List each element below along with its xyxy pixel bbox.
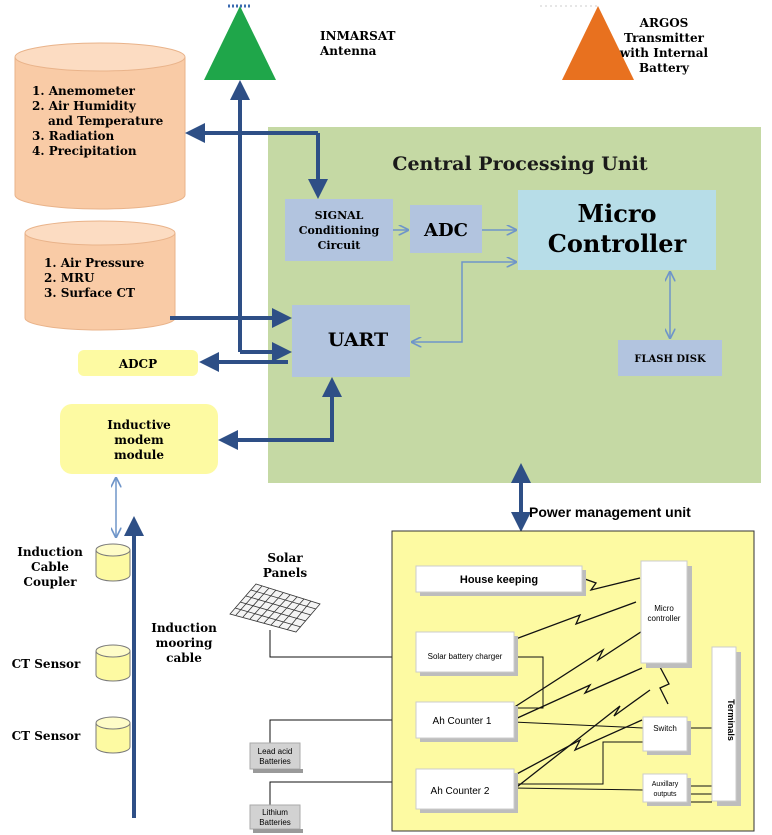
ah-counter-1-label: Ah Counter 1 [433, 716, 492, 727]
sensor-air-humidity: 2. Air Humidity [32, 99, 137, 113]
lead-acid-label-1: Lead acid [258, 747, 293, 756]
micro-controller-block [518, 190, 716, 270]
sensor-anemometer: 1. Anemometer [32, 84, 136, 98]
adcp-box [78, 350, 198, 376]
terminals-label: Terminals [726, 699, 736, 741]
solar-charger-box: Solar battery charger [415, 631, 518, 676]
lithium-label-1: Lithium [262, 808, 288, 817]
modem-label-1: Inductive [107, 418, 171, 432]
ct-sensor-1-label: CT Sensor [12, 657, 81, 671]
signal-label-2: Conditioning [299, 224, 380, 237]
coupler-icon [95, 543, 131, 582]
pmu-micro-label-2: controller [648, 614, 681, 623]
argos-label-2: Transmitter [624, 31, 705, 45]
sensor-cylinder-meteo: 1. Anemometer 2. Air Humidity and Temper… [14, 42, 186, 210]
flash-disk-label: FLASH DISK [634, 354, 706, 365]
micro-controller-label-2: Controller [548, 229, 687, 258]
sensor-radiation: 3. Radiation [32, 129, 115, 143]
cpu-title: Central Processing Unit [392, 153, 648, 175]
antenna-label-1: INMARSAT [320, 29, 395, 43]
adc-block [410, 205, 482, 253]
coupler-label-3: Coupler [23, 575, 77, 589]
uart-block [292, 305, 410, 377]
sensor-mru: 2. MRU [44, 271, 95, 285]
sensor-precipitation: 4. Precipitation [32, 144, 137, 158]
solar-charger-label: Solar battery charger [428, 652, 503, 661]
sensor-air-pressure: 1. Air Pressure [44, 256, 145, 270]
cable-label-3: cable [166, 651, 202, 665]
signal-label-1: SIGNAL [315, 209, 364, 222]
argos-label-4: Battery [639, 61, 690, 75]
terminals-box: Terminals [711, 646, 741, 806]
antenna-label-2: Antenna [319, 44, 377, 58]
modem-label-2: modem [114, 433, 164, 447]
aux-label-2: outputs [654, 791, 677, 798]
ah-counter-1-box: Ah Counter 1 [415, 701, 518, 742]
coupler-label-1: Induction [17, 545, 83, 559]
switch-box: Switch [642, 716, 691, 755]
pmu-micro-label-1: Micro [654, 604, 674, 613]
solar-label-1: Solar [267, 551, 303, 565]
flash-disk-block [618, 340, 722, 376]
auxiliary-outputs-box: Auxillary outputs [642, 773, 691, 806]
ah-counter-2-box: Ah Counter 2 [415, 768, 518, 813]
sensor-surface-ct: 3. Surface CT [44, 286, 135, 300]
solar-label-2: Panels [263, 566, 307, 580]
ah-counter-2-label: Ah Counter 2 [431, 786, 490, 797]
argos-label-3: with Internal [619, 46, 709, 60]
signal-conditioning-block [285, 199, 393, 261]
solar-panel-icon [229, 583, 321, 633]
switch-label: Switch [653, 724, 677, 733]
sensor-temperature: and Temperature [48, 114, 164, 128]
inmarsat-antenna-icon [204, 6, 276, 80]
housekeeping-box: House keeping [415, 565, 586, 596]
lead-acid-label-2: Batteries [259, 757, 291, 766]
cable-label-1: Induction [151, 621, 217, 635]
pmu-title: Power management unit [529, 504, 691, 520]
adc-label: ADC [423, 220, 468, 241]
adcp-label: ADCP [118, 357, 157, 371]
coupler-label-2: Cable [31, 560, 69, 574]
lead-acid-battery-box [249, 742, 301, 770]
argos-label-1: ARGOS [639, 16, 689, 30]
micro-controller-label-1: Micro [578, 199, 657, 228]
lithium-battery-box [249, 804, 301, 830]
argos-transmitter-icon [562, 6, 634, 80]
aux-label-1: Auxillary [652, 781, 679, 788]
cable-label-2: mooring [156, 636, 213, 650]
sensor-cylinder-surface: 1. Air Pressure 2. MRU 3. Surface CT [24, 220, 176, 331]
housekeeping-label: House keeping [460, 574, 538, 586]
pmu-microcontroller-box: Micro controller [640, 560, 692, 668]
modem-label-3: module [114, 448, 164, 462]
ct-sensor-2-label: CT Sensor [12, 729, 81, 743]
ct-sensor-2-icon [95, 716, 131, 754]
lithium-label-2: Batteries [259, 818, 291, 827]
inductive-modem-box [60, 404, 218, 474]
signal-label-3: Circuit [318, 239, 362, 252]
uart-label: UART [328, 329, 388, 351]
wireless-link-icons [512, 577, 670, 791]
ct-sensor-1-icon [95, 644, 131, 682]
